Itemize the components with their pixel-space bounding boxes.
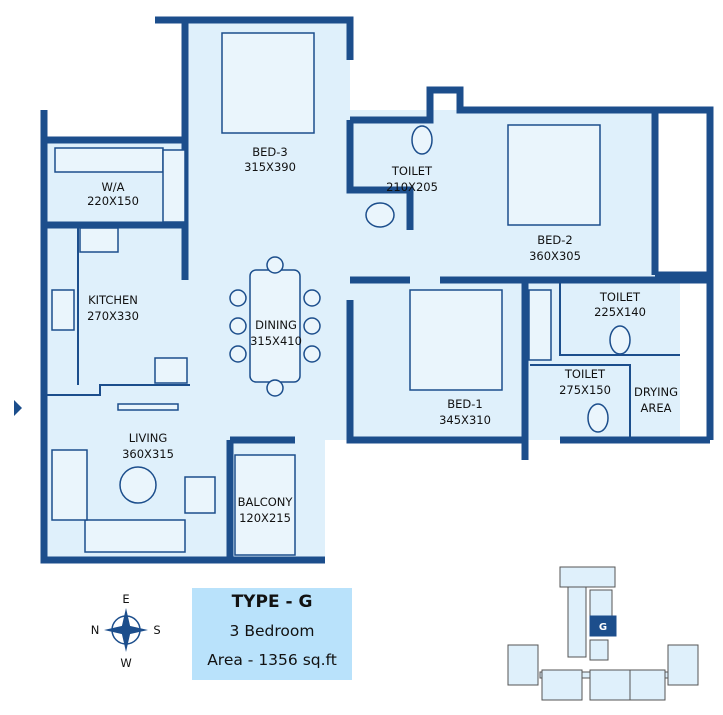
bed-1-bed xyxy=(409,289,503,391)
bed-2-label: BED-2 xyxy=(537,233,572,247)
dining-label: DINING xyxy=(255,318,297,332)
bed-3-label: BED-3 xyxy=(252,145,287,159)
coffee-table xyxy=(119,466,157,504)
kitchen-label: KITCHEN xyxy=(88,293,138,307)
compass-e: E xyxy=(122,592,129,606)
compass-w: W xyxy=(120,656,131,670)
room-labels: BED-3 315X390 W/A 220X150 KITCHEN 270X33… xyxy=(87,145,678,525)
drying-label-1: DRYING xyxy=(634,385,678,399)
unit-type: TYPE - G xyxy=(231,592,313,612)
bed-3-size: 315X390 xyxy=(244,160,296,174)
unit-info-box: TYPE - G 3 Bedroom Area - 1356 sq.ft xyxy=(192,588,352,680)
key-plan: G xyxy=(507,566,699,701)
bed-2-size: 360X305 xyxy=(529,249,581,263)
dining-size: 315X410 xyxy=(250,334,302,348)
living-label: LIVING xyxy=(129,431,168,445)
balcony-label: BALCONY xyxy=(238,495,294,509)
compass-n: N xyxy=(91,623,100,637)
toilet-bed2-size: 225X140 xyxy=(594,305,646,319)
compass-icon: E S N W xyxy=(91,592,161,670)
toilet-bed1-size: 275X150 xyxy=(559,383,611,397)
toilet-center-label: TOILET xyxy=(391,164,433,178)
wa-size: 220X150 xyxy=(87,194,139,208)
room-fills xyxy=(45,20,680,560)
wa-label: W/A xyxy=(101,180,124,194)
toilet-bed2-label: TOILET xyxy=(599,290,641,304)
furniture xyxy=(51,32,631,556)
unit-area: Area - 1356 sq.ft xyxy=(207,651,337,669)
bed-2-bed xyxy=(507,124,601,226)
key-plan-unit-label: G xyxy=(599,622,607,633)
unit-bedrooms: 3 Bedroom xyxy=(229,622,315,640)
bed-1-size: 345X310 xyxy=(439,413,491,427)
compass-s: S xyxy=(153,623,160,637)
entry-arrow-icon xyxy=(14,400,22,416)
bed-1-label: BED-1 xyxy=(447,397,482,411)
toilet-bed1-label: TOILET xyxy=(564,367,606,381)
living-size: 360X315 xyxy=(122,447,174,461)
balcony-size: 120X215 xyxy=(239,511,291,525)
drying-label-2: AREA xyxy=(641,401,672,415)
toilet-center-size: 210X205 xyxy=(386,180,438,194)
bed-3-bed xyxy=(221,32,315,134)
kitchen-size: 270X330 xyxy=(87,309,139,323)
sofa xyxy=(84,519,186,553)
